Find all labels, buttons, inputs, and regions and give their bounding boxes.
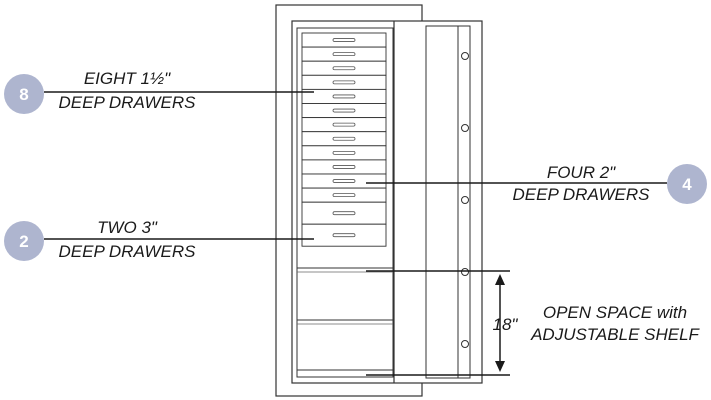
drawer-handle (332, 66, 356, 71)
callout-open-space: OPEN SPACE with ADJUSTABLE SHELF (530, 303, 700, 344)
hinge (461, 124, 469, 132)
drawer-handle (332, 193, 356, 198)
dimension-open-space: 18" (366, 270, 519, 376)
drawer-handle (332, 52, 356, 57)
drawer-handle (332, 150, 356, 155)
hinge (461, 340, 469, 348)
dimension-arrow-up (495, 274, 505, 285)
drawer-handle (332, 211, 356, 216)
callout-open-line2: ADJUSTABLE SHELF (530, 325, 700, 344)
drawer-handle (332, 233, 356, 238)
callout-open-line1: OPEN SPACE with (543, 303, 687, 322)
drawer-handle (332, 94, 356, 99)
badge-four (667, 164, 707, 204)
callout-two-line2: DEEP DRAWERS (59, 242, 197, 261)
callout-four-drawers: 4 FOUR 2" DEEP DRAWERS (366, 163, 707, 204)
callout-two-drawers: 2 TWO 3" DEEP DRAWERS (4, 218, 314, 261)
dimension-label: 18" (493, 315, 519, 334)
drawer-handle (332, 179, 356, 183)
drawer-handle (332, 108, 356, 113)
badge-two (4, 221, 44, 261)
badge-eight-label: 8 (19, 85, 28, 104)
drawer-stack (301, 32, 387, 247)
callout-four-line1: FOUR 2" (547, 163, 616, 182)
hinge (461, 196, 469, 204)
drawer-handle (332, 38, 356, 42)
callout-eight-drawers: 8 EIGHT 1½" DEEP DRAWERS (4, 69, 314, 114)
hinge (461, 268, 469, 276)
callout-two-line1: TWO 3" (97, 218, 158, 237)
callout-eight-line2: DEEP DRAWERS (59, 93, 197, 112)
dimension-arrow-down (495, 361, 505, 372)
badge-four-label: 4 (682, 175, 692, 194)
drawer-handle (332, 80, 356, 85)
callout-four-line2: DEEP DRAWERS (513, 185, 651, 204)
hinge (461, 52, 469, 60)
drawer-handle (332, 136, 356, 141)
callout-eight-line1: EIGHT 1½" (84, 69, 171, 88)
badge-eight (4, 74, 44, 114)
drawer-handle (332, 165, 356, 169)
open-space (297, 267, 393, 371)
drawer-handle (332, 122, 356, 127)
badge-two-label: 2 (19, 232, 28, 251)
